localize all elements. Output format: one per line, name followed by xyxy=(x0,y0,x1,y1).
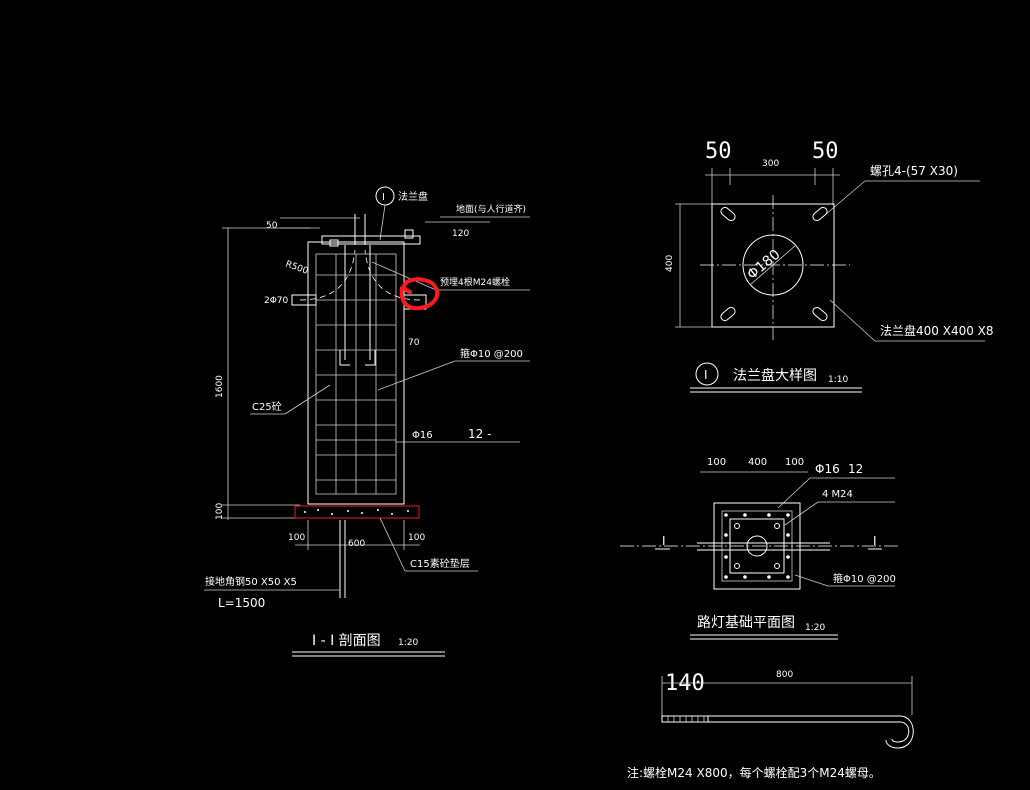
slot-holes xyxy=(720,206,828,322)
flange-dim-50-left: 50 xyxy=(705,139,732,164)
dim-r500: R500 xyxy=(284,259,310,277)
bolt-hook-inner xyxy=(891,721,910,743)
plan-scale: 1:20 xyxy=(805,623,825,633)
ground-steel-label: 接地角钢50 X50 X5 xyxy=(205,575,297,588)
cushion-label: C15素砼垫层 xyxy=(410,557,470,570)
plate-label: 法兰盘400 X400 X8 xyxy=(880,323,994,338)
hole-label: 螺孔4-(57 X30) xyxy=(870,164,958,178)
stirrup-label: 箍Φ10 @200 xyxy=(460,347,523,360)
plan-title: 路灯基础平面图 xyxy=(697,614,795,631)
flange-center-hole xyxy=(742,234,804,296)
nut-1 xyxy=(329,239,339,247)
section-callout-no: I xyxy=(382,192,385,203)
dim-70: 70 xyxy=(408,338,420,348)
plan-rebar-label: Φ16 xyxy=(815,462,840,476)
flange-scale: 1:10 xyxy=(828,375,848,385)
plan-bolt-label: 4 M24 xyxy=(822,489,853,500)
dim-100-vertical: 100 xyxy=(215,503,225,520)
flange-leader xyxy=(379,204,386,241)
flange-dim-400: 400 xyxy=(665,255,675,272)
section-scale: 1:20 xyxy=(398,638,418,648)
ground-steel-length: L=1500 xyxy=(218,596,265,610)
conduit-left xyxy=(299,249,356,301)
bolt-thread-hatch xyxy=(667,716,705,722)
plan-cut-left: I xyxy=(662,534,666,548)
conduit-right xyxy=(364,249,421,301)
pipe-stub xyxy=(291,294,317,306)
plan-cut-right: I xyxy=(873,534,877,548)
plan-dim-100-left: 100 xyxy=(707,457,726,468)
cushion-leader xyxy=(379,517,406,572)
flange-dim-50-right: 50 xyxy=(812,139,839,164)
hole-leader xyxy=(824,180,866,216)
flange-title: 法兰盘大样图 xyxy=(733,367,817,384)
note-text: 注:螺栓M24 X800，每个螺栓配3个M24螺母。 xyxy=(627,765,881,780)
flange-callout-no: I xyxy=(704,368,708,382)
stirrup-leader xyxy=(377,360,456,391)
pipe-label: 2Φ70 xyxy=(264,296,289,306)
plan-stirrup-leader xyxy=(794,574,829,587)
section-view: I 法兰盘 地面(与人行道齐) 120 50 1600 100 xyxy=(204,186,530,657)
rebar-label: Φ16 xyxy=(412,430,433,441)
plan-stirrup-label: 箍Φ10 @200 xyxy=(833,572,896,585)
plan-rebar-count: 12 xyxy=(848,462,863,476)
dim-1600: 1600 xyxy=(215,375,225,398)
base-plate xyxy=(321,235,421,245)
bolt-dim-140: 140 xyxy=(665,671,705,696)
foundation-outline xyxy=(307,241,405,505)
bolt-dim-800: 800 xyxy=(776,670,793,680)
cushion-layer xyxy=(294,505,420,519)
concrete-label: C25砼 xyxy=(252,400,282,413)
bolt-thread xyxy=(661,715,709,723)
plan-dim-100-right: 100 xyxy=(785,457,804,468)
section-title: I - I 剖面图 xyxy=(312,633,381,649)
cushion-hatch xyxy=(304,509,409,515)
plate-leader xyxy=(829,299,876,342)
flange-callout-circle xyxy=(695,362,719,386)
nut-2 xyxy=(404,229,414,239)
bolt-leader xyxy=(371,261,437,291)
plan-rebar-dots xyxy=(724,513,790,579)
concrete-leader xyxy=(284,384,331,415)
plan-bolt-leader xyxy=(784,501,819,526)
dim-120: 120 xyxy=(452,229,469,239)
ground-label: 地面(与人行道齐) xyxy=(456,203,526,215)
flange-dim-300: 300 xyxy=(762,159,779,169)
highlight-circle-mark xyxy=(399,277,440,311)
bolt-hook-1 xyxy=(339,350,350,366)
plan-bolts xyxy=(734,523,780,569)
bolt-detail: 140 800 xyxy=(661,670,914,749)
plan-dim-400: 400 xyxy=(748,457,767,468)
section-callout-circle xyxy=(375,186,395,206)
dim-600: 600 xyxy=(348,539,365,549)
dim-100-right: 100 xyxy=(408,533,425,543)
section-flange-label: 法兰盘 xyxy=(398,190,428,203)
bolt-label: 预埋4根M24螺栓 xyxy=(440,276,510,288)
bolt-hook-2 xyxy=(365,350,376,366)
plan-view: 100 400 100 Φ16 12 4 M24 I xyxy=(620,457,900,640)
flange-detail: 50 50 300 螺孔4-(57 X30) 400 Φ180 法兰盘400 X… xyxy=(665,139,994,393)
bolt-hook xyxy=(885,715,914,749)
dim-100-left: 100 xyxy=(288,533,305,543)
rebar-count: 12 - xyxy=(468,427,491,441)
flange-hole-dim xyxy=(749,244,797,286)
vertical-bars xyxy=(335,254,377,494)
dim-50: 50 xyxy=(266,221,278,231)
